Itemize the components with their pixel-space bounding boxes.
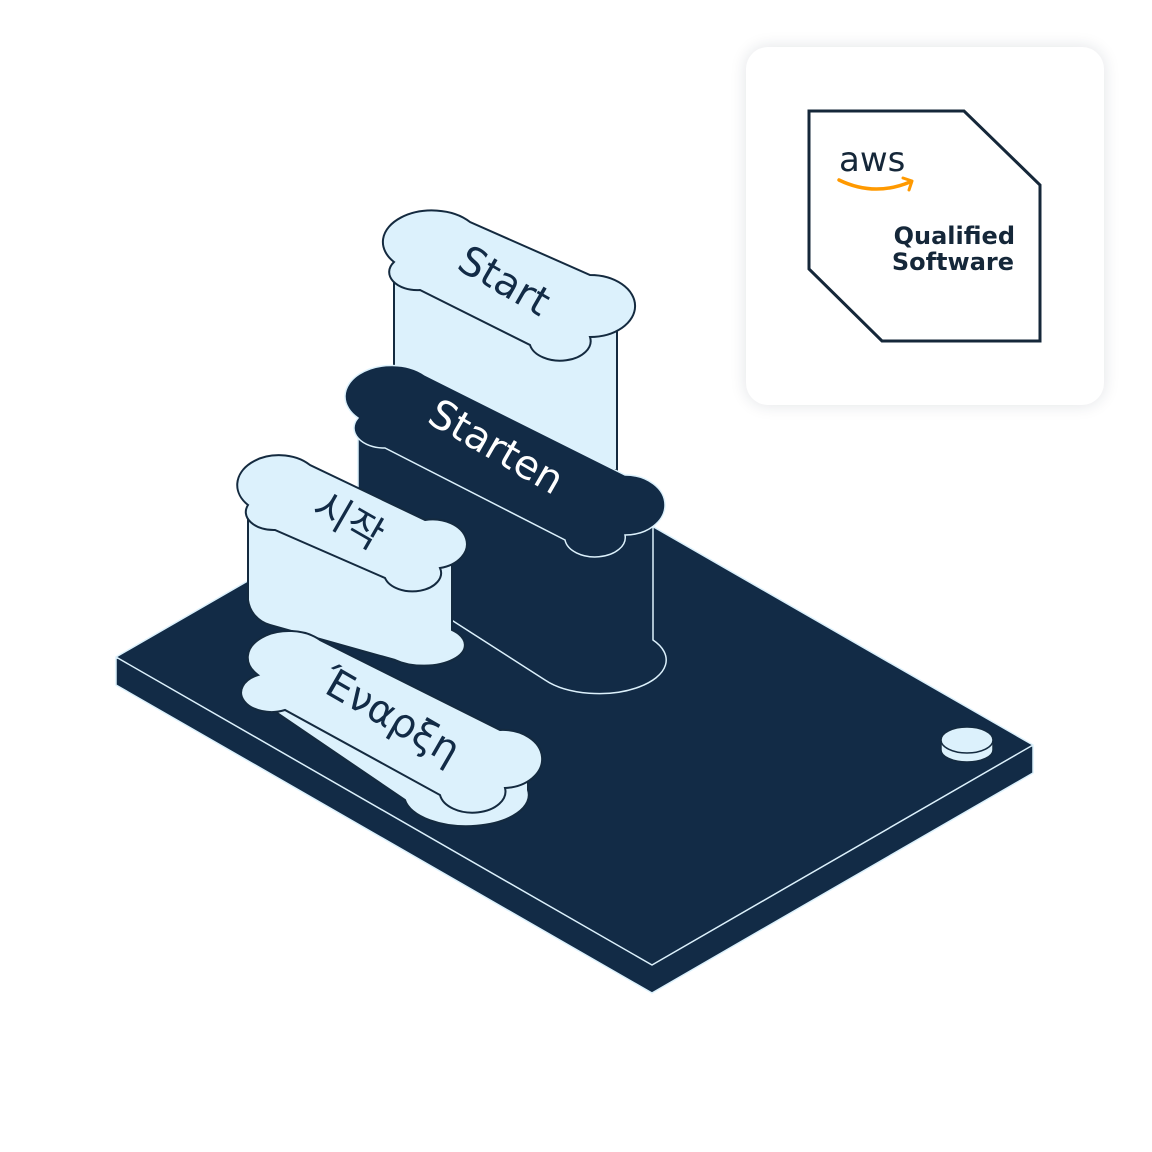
badge-line-qualified: Qualified [894,222,1015,250]
aws-qualified-badge: aws Qualified Software [807,109,1042,343]
aws-arrow-icon [901,176,914,192]
aws-logo-text: aws [839,140,905,180]
aws-qualified-badge-card: aws Qualified Software [746,47,1104,405]
enarxi-key[interactable]: Έναρξη [240,629,544,828]
sijak-key[interactable]: 시작 [236,454,468,667]
aws-smile-icon [837,178,912,191]
badge-frame [807,109,1042,343]
indicator-button[interactable] [940,726,994,763]
badge-line-software: Software [892,248,1014,276]
